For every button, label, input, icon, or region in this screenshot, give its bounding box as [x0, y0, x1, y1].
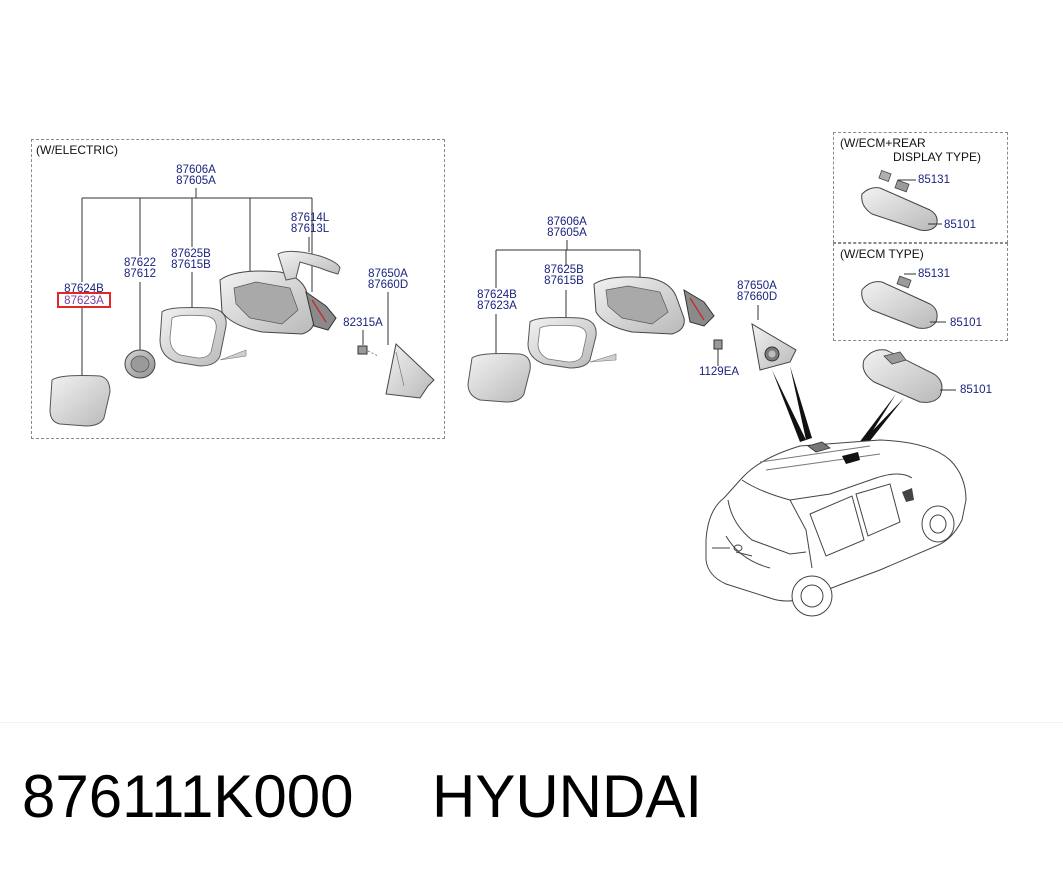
left-housing-label-b[interactable]: 87605A	[176, 175, 216, 187]
left-lamp-label-a[interactable]: 87614L	[290, 212, 330, 224]
ecm-rear-mirror-part	[861, 170, 942, 231]
parts-diagram: (W/ELECTRIC) (W/ECM+REAR DISPLAY TYPE) (…	[31, 132, 1008, 617]
ecm-cover-label[interactable]: 85131	[918, 268, 950, 280]
ecm-rear-group-label: (W/ECM+REAR	[840, 136, 926, 150]
part-number-title: 876111K000	[22, 763, 354, 830]
ecm-mirror-part	[861, 273, 946, 329]
plain-mirror-label[interactable]: 85101	[960, 384, 992, 396]
left-actuator-label-b[interactable]: 87612	[124, 268, 156, 280]
left-glass-label-b[interactable]: 87615B	[171, 259, 211, 271]
left-actuator-part	[124, 349, 156, 379]
left-actuator-label-a[interactable]: 87622	[124, 257, 156, 269]
left-housing-part	[219, 270, 337, 335]
left-lamp-label-b[interactable]: 87613L	[290, 223, 330, 235]
ecm-mirror-label[interactable]: 85101	[950, 317, 982, 329]
middle-trim-label-b[interactable]: 87660D	[736, 291, 778, 303]
middle-glass-label-a[interactable]: 87625B	[544, 264, 584, 276]
left-cover-label-b-highlighted[interactable]: 87623A	[57, 292, 111, 308]
middle-cover-label-a[interactable]: 87624B	[477, 289, 517, 301]
ecm-rear-cover-label[interactable]: 85131	[918, 174, 950, 186]
middle-trim-label-a[interactable]: 87650A	[737, 280, 777, 292]
left-cover-part	[49, 375, 111, 427]
middle-trim-part	[751, 323, 797, 371]
left-screw-part	[357, 345, 379, 357]
electric-group-label: (W/ELECTRIC)	[36, 143, 118, 157]
left-screw-label[interactable]: 82315A	[343, 317, 383, 329]
left-trim-label-a[interactable]: 87650A	[368, 268, 408, 280]
ecm-group-label: (W/ECM TYPE)	[840, 247, 924, 261]
middle-glass-part	[527, 317, 617, 369]
electric-group-box	[31, 139, 445, 439]
ecm-rear-mirror-label[interactable]: 85101	[944, 219, 976, 231]
left-glass-label-a[interactable]: 87625B	[171, 248, 211, 260]
ecm-group-box	[833, 243, 1008, 341]
plain-mirror-part	[862, 349, 956, 403]
left-lamp-part	[277, 250, 341, 281]
left-trim-part	[385, 343, 435, 399]
middle-housing-part	[593, 276, 715, 335]
left-glass-part	[159, 307, 247, 367]
middle-cover-label-b[interactable]: 87623A	[477, 300, 517, 312]
middle-bolt-label[interactable]: 1129EA	[698, 366, 740, 378]
brand-title: HYUNDAI	[432, 763, 703, 830]
middle-leader-lines	[495, 240, 759, 366]
middle-housing-label-a[interactable]: 87606A	[547, 216, 587, 228]
middle-housing-label-b[interactable]: 87605A	[547, 227, 587, 239]
footer-strip	[0, 722, 1063, 872]
middle-glass-label-b[interactable]: 87615B	[544, 275, 584, 287]
car-roof-antenna	[807, 441, 914, 502]
left-leader-lines	[81, 188, 389, 375]
car-illustration	[705, 439, 967, 617]
middle-bolt-part	[713, 339, 723, 350]
middle-cover-part	[467, 353, 531, 403]
diagram-drawing	[49, 170, 967, 617]
left-housing-label-a[interactable]: 87606A	[176, 164, 216, 176]
ecm-rear-group-label-2: DISPLAY TYPE)	[893, 150, 982, 164]
left-trim-label-b[interactable]: 87660D	[367, 279, 409, 291]
ecm-rear-group-box	[833, 132, 1008, 243]
